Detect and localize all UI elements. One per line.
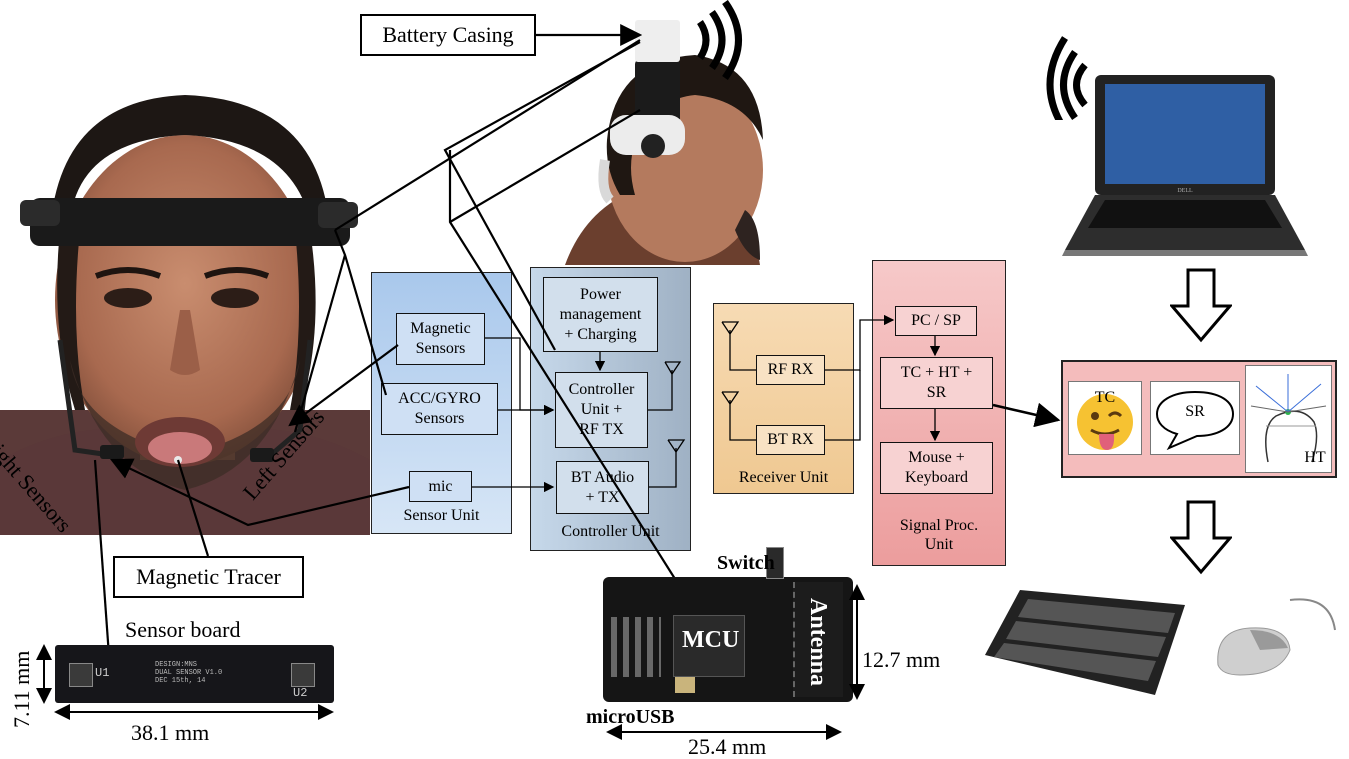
tongue-control-tile: TC (1068, 381, 1142, 455)
controller-rf-tx-block: Controller Unit + RF TX (555, 372, 648, 448)
power-management-label: Power management + Charging (559, 285, 642, 343)
switch-label: Switch (717, 552, 775, 574)
laptop-image: DELL (1060, 70, 1310, 260)
tc-ht-sr-block: TC + HT + SR (880, 357, 993, 409)
magnetic-sensors-block: Magnetic Sensors (396, 313, 485, 365)
keyboard-image (980, 585, 1190, 700)
controller-board-width: 25.4 mm (688, 734, 767, 759)
pc-sp-label: PC / SP (911, 312, 961, 329)
power-management-block: Power management + Charging (543, 277, 658, 352)
down-arrow-to-peripherals (1170, 500, 1232, 575)
magnetic-tracer-callout: Magnetic Tracer (113, 556, 304, 598)
receiver-unit-title: Receiver Unit (738, 469, 829, 486)
head-tracking-tile: HT (1245, 365, 1332, 473)
wireless-signal-icon (696, 0, 742, 80)
mic-block: mic (409, 471, 472, 502)
silk-line1: DESIGN:MNS (155, 661, 198, 669)
acc-gyro-block: ACC/GYRO Sensors (381, 383, 498, 435)
sensor-board-chip-u2 (291, 663, 315, 687)
silk-line3: DEC 15th, 14 (155, 677, 206, 685)
battery-casing-callout: Battery Casing (360, 14, 536, 56)
tc-label: TC (1094, 389, 1116, 406)
power-switch (766, 547, 784, 579)
sensor-board-title: Sensor board (125, 617, 241, 642)
magnetic-sensors-label: Magnetic Sensors (410, 320, 471, 357)
mouse-keyboard-label: Mouse + Keyboard (904, 449, 969, 486)
laptop-wireless-icon (1046, 36, 1088, 120)
microusb-connector (675, 677, 695, 693)
mcu-label: MCU (682, 627, 740, 653)
mcu-chip (673, 615, 745, 677)
header-pins (611, 617, 661, 677)
down-arrow-to-apps (1170, 268, 1232, 343)
controller-unit-title: Controller Unit (561, 523, 660, 540)
mouse-image (1210, 590, 1340, 680)
bt-audio-tx-block: BT Audio + TX (556, 461, 649, 514)
pc-sp-block: PC / SP (895, 306, 977, 336)
controller-rf-tx-label: Controller Unit + RF TX (568, 381, 635, 438)
tongue-emoji-icon (1077, 394, 1133, 450)
silk-line2: DUAL SENSOR V1.0 (155, 669, 223, 677)
sensor-board-width: 38.1 mm (131, 720, 210, 745)
controller-board-height: 12.7 mm (862, 647, 941, 672)
acc-gyro-label: ACC/GYRO Sensors (398, 390, 481, 427)
u1-silk: U1 (95, 666, 110, 680)
ht-label: HT (1304, 449, 1326, 466)
svg-text:DELL: DELL (1177, 188, 1193, 194)
mic-label: mic (428, 477, 453, 495)
bt-audio-tx-label: BT Audio + TX (570, 468, 635, 506)
user-face-photo (0, 80, 370, 535)
sensor-board-photo: U1 U2 DESIGN:MNS DUAL SENSOR V1.0 DEC 15… (55, 645, 334, 703)
controller-board-dimension-arrows (606, 584, 865, 740)
antenna-area (793, 582, 843, 697)
u2-silk: U2 (293, 686, 308, 700)
speech-bubble-icon (1155, 390, 1235, 451)
controller-board-photo (603, 577, 853, 702)
head-tracking-icon (1250, 374, 1327, 463)
sensor-board-height: 7.11 mm (9, 650, 34, 728)
rf-rx-block: RF RX (756, 355, 825, 385)
bt-rx-block: BT RX (756, 425, 825, 455)
mouse-keyboard-block: Mouse + Keyboard (880, 442, 993, 494)
rf-rx-label: RF RX (767, 361, 814, 378)
tc-ht-sr-label: TC + HT + SR (900, 364, 973, 401)
speech-recognition-tile: SR (1150, 381, 1240, 455)
bt-rx-label: BT RX (767, 431, 814, 448)
sensor-unit-title: Sensor Unit (403, 507, 480, 524)
microusb-label: microUSB (586, 706, 675, 728)
sensor-board-chip-u1 (69, 663, 93, 687)
sr-label: SR (1185, 403, 1205, 420)
sensor-board-dimension-arrows (36, 644, 334, 720)
receiver-unit-panel (713, 303, 854, 494)
signal-unit-title: Signal Proc. Unit (899, 517, 979, 553)
